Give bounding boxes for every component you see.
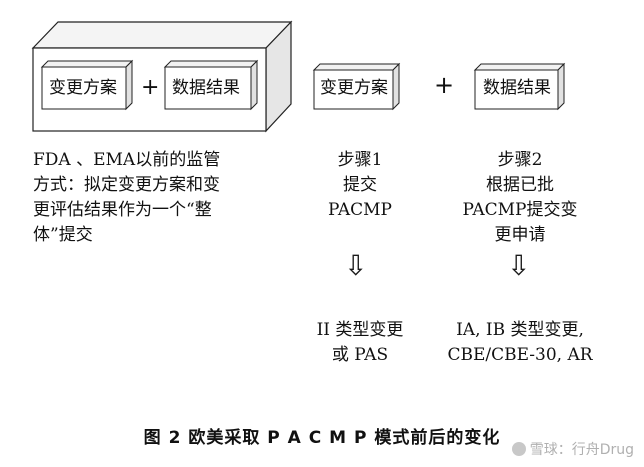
watermark-text: 雪球：行舟Drug <box>529 442 634 458</box>
step1-result-line: 或 PAS <box>331 345 389 365</box>
between-plus-sign: + <box>434 71 455 99</box>
step2-title: 步骤2 <box>497 150 543 170</box>
step1-description: 步骤1 提交 PACMP <box>300 148 420 223</box>
inner-box-change-plan-label: 变更方案 <box>49 78 117 98</box>
watermark: 雪球：行舟Drug <box>511 439 634 459</box>
step1-title: 步骤1 <box>337 150 383 170</box>
inner-box-data-results-label: 数据结果 <box>172 78 240 98</box>
step2-line: 更申请 <box>494 225 546 245</box>
figure-caption: 图 2 欧美采取 P A C M P 模式前后的变化 <box>143 428 501 448</box>
step1-result-line: II 类型变更 <box>316 320 404 340</box>
step2-down-arrow-icon: ⇩ <box>507 249 531 282</box>
desc-line: 体”提交 <box>33 225 93 245</box>
step1-result: II 类型变更 或 PAS <box>290 318 430 368</box>
step1-box-change-plan-label: 变更方案 <box>320 78 388 98</box>
step2-result-line: CBE/CBE-30, AR <box>447 345 593 365</box>
step2-description: 步骤2 根据已批 PACMP提交变 更申请 <box>440 148 600 248</box>
step2-box-data-results-label: 数据结果 <box>483 78 551 98</box>
step1-down-arrow-icon: ⇩ <box>344 249 368 282</box>
step2-result-line: IA, IB 类型变更, <box>456 320 584 340</box>
desc-line: 方式：拟定变更方案和变 <box>33 175 220 195</box>
step2-line: PACMP提交变 <box>462 200 578 220</box>
snowball-logo-icon <box>511 442 526 456</box>
inner-plus-sign: + <box>141 75 160 100</box>
step1-line: 提交 <box>343 175 377 195</box>
legacy-approach-description: FDA 、EMA以前的监管 方式：拟定变更方案和变 更评估结果作为一个“整 体”… <box>33 148 220 248</box>
step1-line: PACMP <box>327 200 392 220</box>
step2-result: IA, IB 类型变更, CBE/CBE-30, AR <box>425 318 615 368</box>
desc-line: 更评估结果作为一个“整 <box>33 200 212 220</box>
step2-line: 根据已批 <box>486 175 554 195</box>
legacy-package-3d-box <box>31 20 566 133</box>
desc-line: FDA 、EMA以前的监管 <box>33 150 221 170</box>
